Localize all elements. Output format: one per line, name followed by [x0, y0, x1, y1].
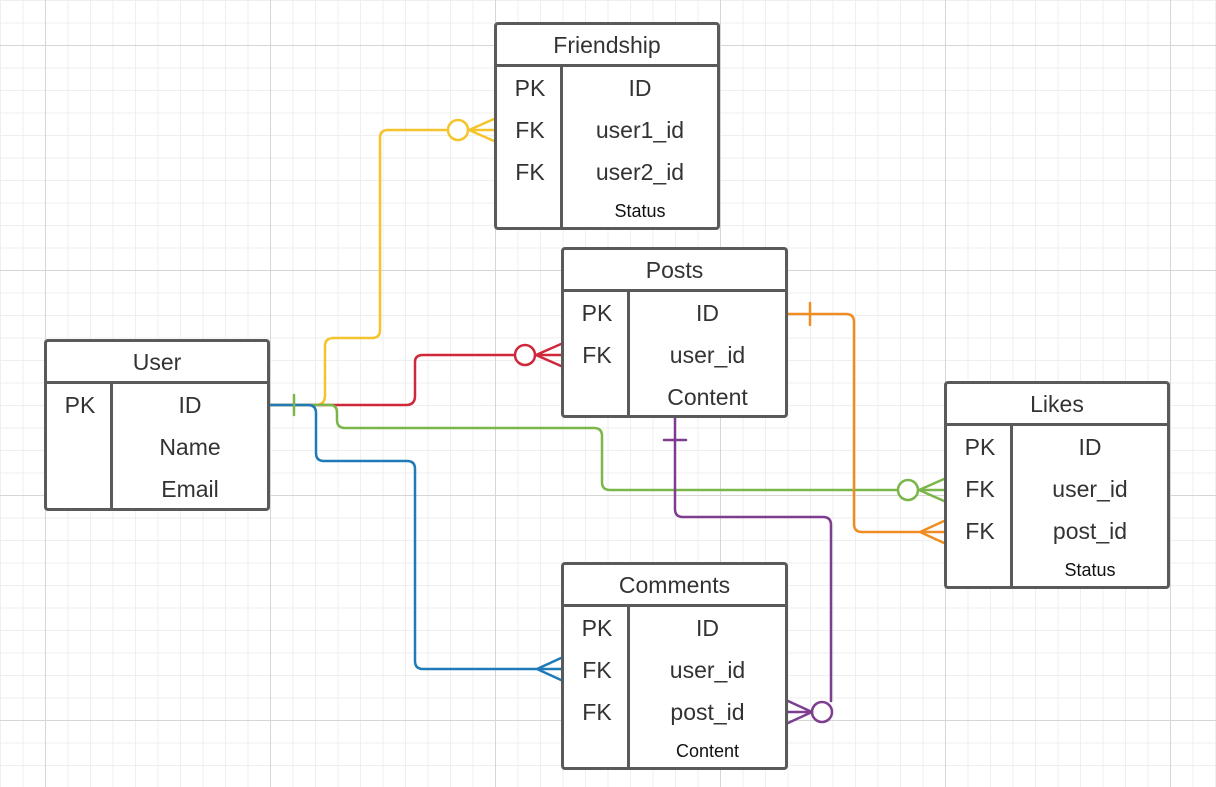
table-row: FK post_id [947, 510, 1167, 552]
table-row: PK ID [947, 426, 1167, 468]
key-cell: FK [515, 116, 545, 143]
table-row: Email [47, 468, 267, 510]
key-cell: FK [582, 341, 612, 368]
key-column-divider [947, 426, 1013, 588]
field-cell: ID [696, 299, 719, 326]
key-cell: PK [64, 391, 96, 418]
comments-title: Comments [564, 565, 785, 607]
posts-title: Posts [564, 250, 785, 292]
table-row: PK ID [564, 607, 785, 649]
key-cell: PK [514, 74, 546, 101]
field-cell: Status [614, 200, 666, 221]
field-cell: post_id [670, 698, 745, 725]
friendship-entity[interactable]: Friendship PK ID FK user1_id FK user2_id… [494, 22, 720, 230]
table-row: Status [497, 193, 717, 229]
likes-entity[interactable]: Likes PK ID FK user_id FK post_id Status [944, 381, 1170, 589]
field-cell: user2_id [595, 158, 685, 185]
table-row: PK ID [564, 292, 785, 334]
field-cell: ID [1078, 433, 1102, 460]
user-friendship-connector[interactable] [268, 117, 496, 407]
table-row: PK ID [497, 67, 717, 109]
key-column-divider [564, 292, 630, 418]
key-cell: PK [581, 299, 613, 326]
table-row: Name [47, 426, 267, 468]
table-row: PK ID [47, 384, 267, 426]
table-row: FK user1_id [497, 109, 717, 151]
posts-likes-connector[interactable] [786, 301, 946, 545]
table-row: Content [564, 376, 785, 418]
table-row: FK post_id [564, 691, 785, 733]
field-cell: ID [178, 391, 202, 418]
table-row: FK user_id [564, 649, 785, 691]
field-cell: user_id [1052, 475, 1128, 502]
friendship-title: Friendship [497, 25, 717, 67]
table-row: Status [947, 552, 1167, 588]
likes-title: Likes [947, 384, 1167, 426]
key-cell: PK [964, 433, 996, 460]
table-row: Content [564, 733, 785, 769]
field-cell: Email [161, 475, 219, 502]
user-posts-connector[interactable] [268, 342, 563, 407]
key-cell: FK [965, 517, 995, 544]
key-cell: PK [581, 614, 613, 641]
field-cell: ID [696, 614, 719, 641]
field-cell: Status [1064, 559, 1116, 580]
user-likes-connector[interactable] [268, 403, 946, 503]
posts-entity[interactable]: Posts PK ID FK user_id Content [561, 247, 788, 418]
field-cell: Content [675, 740, 740, 761]
user-comments-connector[interactable] [268, 403, 563, 682]
table-row: FK user_id [947, 468, 1167, 510]
field-cell: user_id [669, 341, 746, 368]
key-cell: FK [582, 698, 612, 725]
key-column-divider [47, 384, 113, 510]
user-title: User [47, 342, 267, 384]
key-cell: FK [582, 656, 612, 683]
table-row: FK user_id [564, 334, 785, 376]
field-cell: user1_id [595, 116, 685, 143]
table-row: FK user2_id [497, 151, 717, 193]
key-column-divider [497, 67, 563, 229]
field-cell: Name [159, 433, 221, 460]
field-cell: ID [628, 74, 652, 101]
comments-entity[interactable]: Comments PK ID FK user_id FK post_id Con… [561, 562, 788, 770]
field-cell: user_id [669, 656, 746, 683]
key-cell: FK [965, 475, 995, 502]
key-column-divider [564, 607, 630, 769]
key-cell: FK [515, 158, 545, 185]
field-cell: post_id [1052, 517, 1128, 544]
posts-comments-connector[interactable] [662, 416, 834, 725]
user-entity[interactable]: User PK ID Name Email [44, 339, 270, 511]
field-cell: Content [667, 383, 748, 410]
